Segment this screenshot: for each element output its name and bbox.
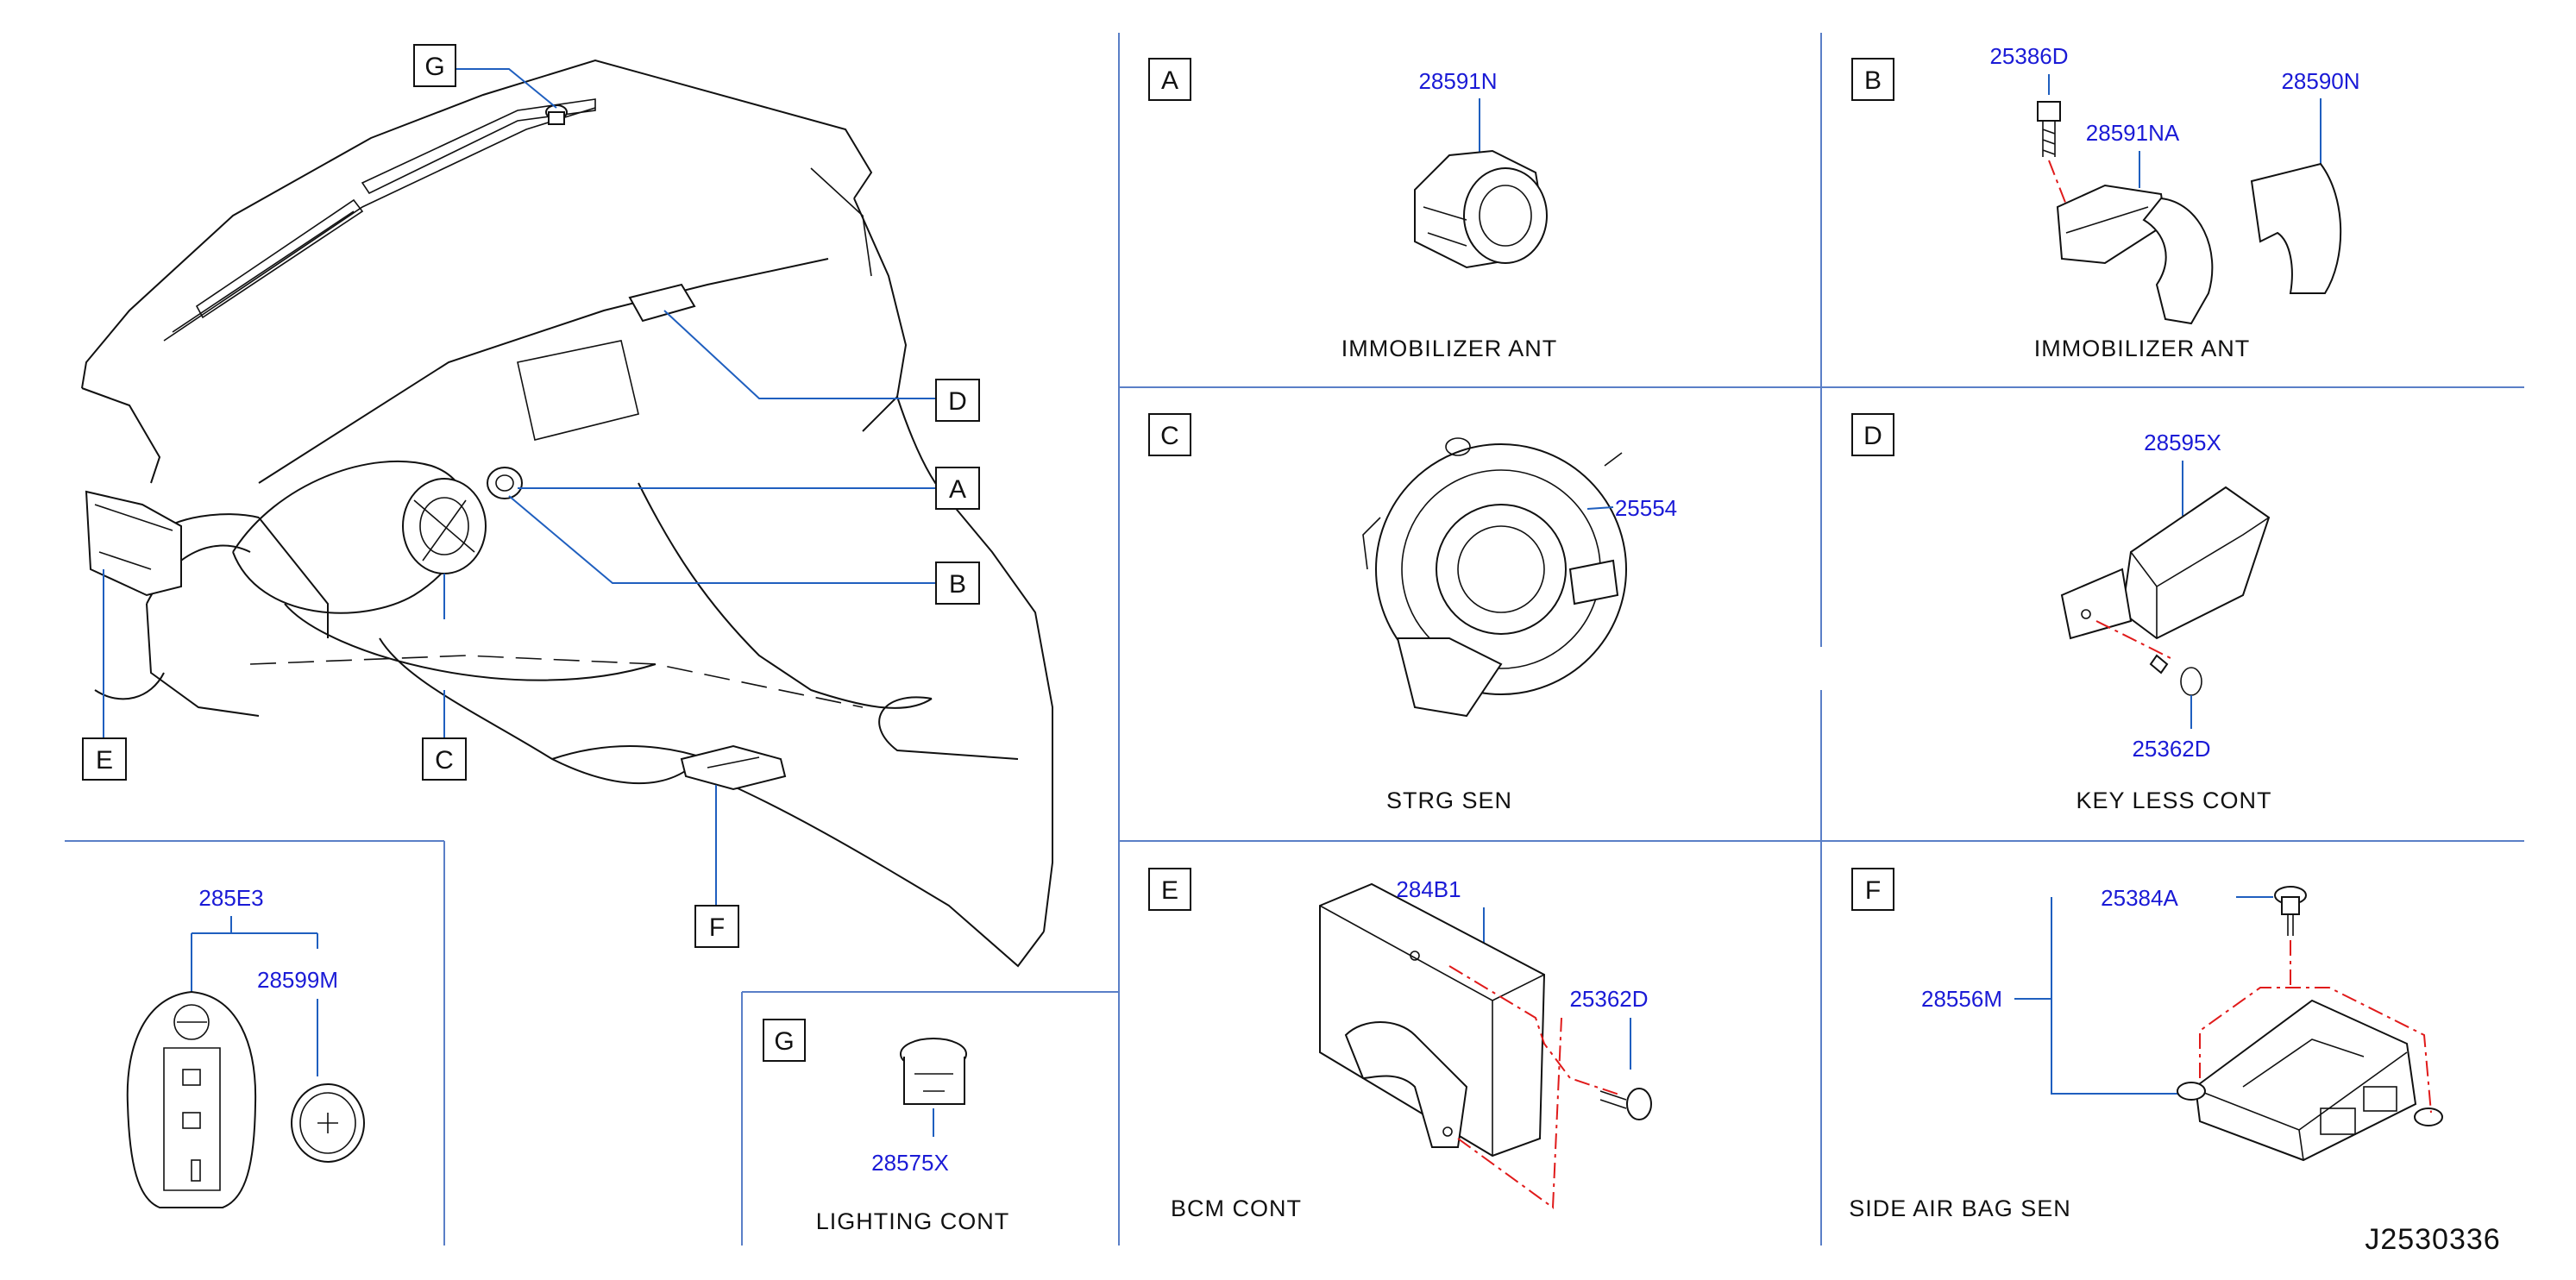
part-28590N: 28590N xyxy=(2281,68,2359,94)
panel-d: D 28595X 25362D KEY LESS CONT xyxy=(1851,413,2271,813)
airbag-sensor-icon xyxy=(680,744,787,791)
callout-f-label: F xyxy=(709,913,725,942)
callout-e-label: E xyxy=(96,746,113,775)
keyless-control-unit-icon xyxy=(2060,486,2271,640)
part-25384A: 25384A xyxy=(2101,885,2178,911)
steering-sensor-icon xyxy=(402,478,487,574)
immobilizer-antenna-icon xyxy=(1414,149,1548,269)
part-25386D: 25386D xyxy=(1989,43,2068,69)
panel-g-letter: G xyxy=(774,1027,794,1056)
drawing-reference: J2530336 xyxy=(2365,1223,2500,1256)
part-25362D-d: 25362D xyxy=(2132,736,2210,762)
callout-b-label: B xyxy=(949,570,966,599)
panel-c: C 25554 STRG SEN xyxy=(1148,413,1677,813)
callout-f[interactable]: F xyxy=(694,905,739,948)
panel-c-caption: STRG SEN xyxy=(1386,787,1512,813)
part-284B1: 284B1 xyxy=(1396,876,1461,902)
part-28591N: 28591N xyxy=(1418,68,1497,94)
callout-a-label: A xyxy=(949,475,966,504)
battery-icon xyxy=(291,1083,365,1163)
key-fob-panel: 285E3 28599M xyxy=(126,885,365,1208)
panel-g-caption: LIGHTING CONT xyxy=(816,1208,1010,1234)
part-28591NA: 28591NA xyxy=(2086,120,2180,146)
panel-g: G 28575X LIGHTING CONT xyxy=(763,1019,1010,1234)
part-28599M: 28599M xyxy=(257,967,338,993)
part-25554: 25554 xyxy=(1615,495,1677,521)
overview-leaders xyxy=(103,68,936,906)
screw-d-icon xyxy=(2149,654,2202,696)
lighting-sensor-icon xyxy=(545,104,568,125)
immobilizer-icon xyxy=(487,467,523,499)
panel-b-letter: B xyxy=(1864,66,1882,95)
callout-a[interactable]: A xyxy=(935,467,980,510)
bolt-icon xyxy=(2037,101,2061,157)
key-fob-icon xyxy=(126,990,257,1208)
part-28595X: 28595X xyxy=(2144,430,2221,455)
callout-e[interactable]: E xyxy=(82,737,127,781)
bcm-control-unit-icon xyxy=(1319,882,1546,1158)
panel-c-letter: C xyxy=(1160,422,1179,450)
bolt-f-icon xyxy=(2274,886,2307,936)
panel-f-caption: SIDE AIR BAG SEN xyxy=(1849,1195,2071,1221)
callout-b[interactable]: B xyxy=(935,562,980,605)
panel-f-letter: F xyxy=(1865,876,1881,905)
panel-f: F 25384A 28556M SIDE AIR BAG SEN xyxy=(1849,868,2443,1221)
screw-e-icon xyxy=(1599,1088,1652,1120)
callout-c-label: C xyxy=(435,746,454,775)
antenna-cover-icon xyxy=(2250,162,2342,294)
steering-angle-sensor-icon xyxy=(1362,437,1627,718)
airbag-sensor-unit-icon xyxy=(2177,999,2443,1162)
part-28556M: 28556M xyxy=(1921,986,2002,1012)
panel-e-letter: E xyxy=(1161,876,1178,905)
immobilizer-antenna-b-icon xyxy=(2056,184,2214,325)
part-285E3: 285E3 xyxy=(198,885,263,911)
bcm-unit-icon xyxy=(85,490,182,597)
callout-d-label: D xyxy=(948,387,967,416)
part-28575X: 28575X xyxy=(871,1150,949,1176)
callout-g[interactable]: G xyxy=(413,44,456,87)
dashboard-overview xyxy=(81,59,1053,968)
callout-g-label: G xyxy=(424,53,444,81)
panel-d-letter: D xyxy=(1863,422,1882,450)
callout-c[interactable]: C xyxy=(422,737,467,781)
keyless-unit-icon xyxy=(628,283,696,323)
panel-b-caption: IMMOBILIZER ANT xyxy=(2034,336,2251,361)
panel-a: A 28591N IMMOBILIZER ANT xyxy=(1148,58,1558,361)
panel-e-caption: BCM CONT xyxy=(1171,1195,1302,1221)
panel-e: E 284B1 25362D BCM CONT xyxy=(1148,868,1652,1221)
callout-d[interactable]: D xyxy=(935,379,980,422)
panel-grid xyxy=(65,33,2524,1245)
panel-b: B 25386D 28591NA 28590N IMMOBILIZER ANT xyxy=(1851,43,2360,361)
panel-d-caption: KEY LESS CONT xyxy=(2076,787,2271,813)
panel-a-caption: IMMOBILIZER ANT xyxy=(1341,336,1558,361)
lighting-sensor-part-icon xyxy=(900,1038,967,1105)
panel-a-letter: A xyxy=(1161,66,1178,95)
part-25362D-e: 25362D xyxy=(1569,986,1648,1012)
